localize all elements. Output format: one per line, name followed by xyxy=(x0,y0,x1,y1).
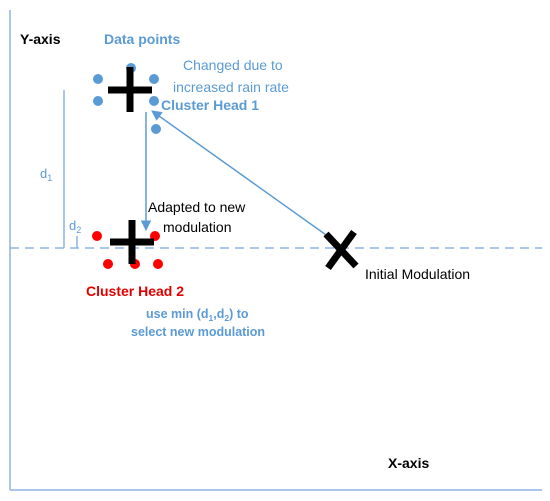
data-point xyxy=(93,96,103,106)
data-point xyxy=(103,259,113,269)
red-data-points xyxy=(92,231,163,269)
cluster-head-1-label: Cluster Head 1 xyxy=(161,97,259,113)
initial-modulation-label: Initial Modulation xyxy=(365,266,470,282)
arrow-initial-to-cluster-head-1 xyxy=(151,110,337,243)
data-point xyxy=(92,231,102,241)
cluster-head-2-label: Cluster Head 2 xyxy=(86,283,184,299)
adapted-label-line-1: Adapted to new xyxy=(148,199,246,215)
cluster-head-1-plus-icon xyxy=(108,67,152,112)
d2-label: d2 xyxy=(69,218,81,235)
data-point xyxy=(153,259,163,269)
data-point xyxy=(149,74,159,84)
initial-modulation-x-icon xyxy=(323,229,359,271)
cluster-head-2-plus-icon xyxy=(110,220,154,264)
changed-label-line-2: increased rain rate xyxy=(173,79,289,95)
data-point xyxy=(93,74,103,84)
data-point xyxy=(151,124,161,134)
d1-label: d1 xyxy=(40,166,52,183)
adapted-label-line-2: modulation xyxy=(163,219,232,235)
selection-note-line-1: use min (d1,d2) to xyxy=(146,307,249,323)
selection-note-line-2: select new modulation xyxy=(131,325,265,339)
data-points-label: Data points xyxy=(104,31,180,47)
data-point xyxy=(149,96,159,106)
y-axis-label: Y-axis xyxy=(20,31,61,47)
x-axis-label: X-axis xyxy=(388,455,429,471)
changed-label-line-1: Changed due to xyxy=(183,57,283,73)
